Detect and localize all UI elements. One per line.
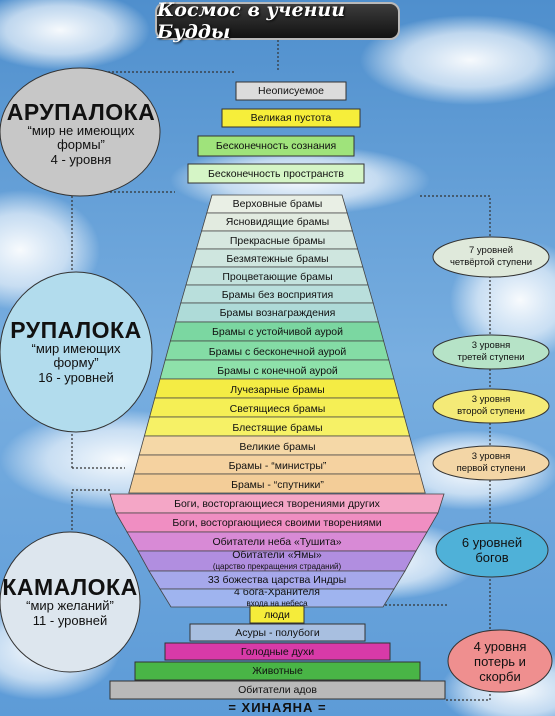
level-label: Брамы с устойчивой аурой <box>211 326 343 338</box>
level-label: Светящиеся брамы <box>229 402 326 415</box>
level-box <box>235 81 347 101</box>
rupaloka-zone: РУПАЛОКА “мир имеющих форму” 16 - уровне… <box>0 302 152 402</box>
zone-name: АРУПАЛОКА <box>6 99 156 125</box>
group-ellipse <box>432 445 550 481</box>
level-label: Боги, восторгающиеся творениями других <box>174 497 380 510</box>
group-ellipse <box>435 522 549 578</box>
level-label: Лучезарные брамы <box>230 383 325 396</box>
hinayana-label: = ХИНАЯНА = <box>228 700 327 715</box>
level-label: 4 бога-Хранителя входа на небеса <box>162 589 392 607</box>
level-label: Бесконечность сознания <box>215 140 337 152</box>
level-box <box>187 163 365 184</box>
group-ellipse <box>447 629 553 693</box>
level-label: Брамы вознаграждения <box>219 307 336 319</box>
group-ellipse <box>432 388 550 424</box>
zone-count: 16 - уровней <box>38 370 114 385</box>
group-label-line: потерь и <box>474 653 526 669</box>
zone-count: 11 - уровней <box>32 613 108 628</box>
level-box <box>189 623 366 642</box>
level-label: Брамы - “министры” <box>228 459 327 472</box>
level-box <box>249 605 305 624</box>
level-box <box>109 680 446 700</box>
rupaloka-ellipse <box>0 271 153 433</box>
group-label-line: первой ступени <box>456 463 526 474</box>
level-label-sub: (царство прекращения страданий) <box>212 562 342 571</box>
group-label-fourth-stage: 7 уровней четвёртой ступени <box>432 238 550 276</box>
level-label: Процветающие брамы <box>222 271 333 283</box>
connector-line <box>420 195 491 701</box>
level-box <box>134 661 421 681</box>
arupaloka-zone: АРУПАЛОКА “мир не имеющих формы” 4 - уро… <box>0 92 162 176</box>
arupaloka-ellipse <box>0 67 161 197</box>
level-label-main: Обитатели «Ямы» <box>232 551 322 561</box>
group-label-line: третей ступени <box>457 352 525 363</box>
level-label: Блестящие брамы <box>232 421 323 434</box>
connector-line <box>71 192 125 469</box>
group-label-line: 6 уровней <box>461 535 523 550</box>
level-band <box>128 473 426 494</box>
group-label-first-stage: 3 уровня первой ступени <box>432 446 550 480</box>
diagram-title: Космос в учении Будды <box>157 0 346 43</box>
level-box <box>221 108 361 128</box>
group-label-line: скорби <box>479 668 521 684</box>
level-label: Неописуемое <box>258 85 324 97</box>
group-label-line: 7 уровней <box>468 245 514 256</box>
group-label-line: богов <box>475 550 509 565</box>
level-label: люди <box>264 608 290 621</box>
level-label: Асуры - полубоги <box>235 626 320 639</box>
level-label: Брамы - “спутники” <box>231 478 324 491</box>
level-label: Обитатели адов <box>238 684 317 696</box>
level-label: Брамы с конечной аурой <box>217 364 338 377</box>
group-label-second-stage: 3 уровня второй ступени <box>432 389 550 423</box>
kamaloka-zone: КАМАЛОКА “мир желаний” 11 - уровней <box>0 566 140 638</box>
level-label: Великая пустота <box>250 112 332 124</box>
zone-subtitle: форму” <box>53 355 99 370</box>
zone-subtitle: “мир не имеющих <box>27 123 135 138</box>
group-label-gods: 6 уровней богов <box>436 525 548 575</box>
level-label: Верховные брамы <box>232 198 323 210</box>
zone-name: РУПАЛОКА <box>10 317 142 343</box>
group-label-line: 3 уровня <box>471 394 511 405</box>
zone-subtitle: “мир имеющих <box>31 341 121 356</box>
level-label: Великие брамы <box>239 440 316 453</box>
level-label: Брамы с бесконечной аурой <box>208 345 347 358</box>
group-label-line: четвёртой ступени <box>449 257 533 268</box>
level-box <box>164 642 391 661</box>
group-label-line: 3 уровня <box>471 340 511 351</box>
group-label-third-stage: 3 уровня третей ступени <box>432 335 550 369</box>
zone-subtitle: формы” <box>57 137 105 152</box>
group-label-loss: 4 уровня потерь и скорби <box>448 632 552 690</box>
group-label-line: 3 уровня <box>471 451 511 462</box>
title-banner: Космос в учении Будды <box>155 0 400 43</box>
group-label-line: 4 уровня <box>473 638 527 654</box>
level-label: Голодные духи <box>240 645 315 658</box>
level-label-main: 4 бога-Хранителя <box>234 589 320 598</box>
level-label: Ясновидящие брамы <box>225 216 330 228</box>
level-band <box>159 588 395 608</box>
zone-count: 4 - уровня <box>50 152 112 167</box>
group-ellipse <box>432 334 550 370</box>
level-box <box>197 135 355 157</box>
zone-subtitle: “мир желаний” <box>26 598 114 613</box>
level-label: Брамы без восприятия <box>221 289 334 301</box>
level-label: Прекрасные брамы <box>229 235 326 247</box>
level-label: Животные <box>252 665 303 677</box>
level-label: Обитатели неба «Тушита» <box>212 535 342 548</box>
group-label-line: второй ступени <box>457 406 525 417</box>
level-label: Обитатели «Ямы» (царство прекращения стр… <box>138 551 416 571</box>
level-label-sub: входа на небеса <box>246 599 308 607</box>
group-ellipse <box>432 236 550 278</box>
kamaloka-disc <box>0 531 141 673</box>
level-label: Безмятежные брамы <box>226 253 329 265</box>
level-label: 33 божества царства Индры <box>207 574 347 586</box>
level-label: Бесконечность пространств <box>208 167 344 180</box>
zone-name: КАМАЛОКА <box>2 574 138 600</box>
level-label: Боги, восторгающиеся своими творениями <box>172 516 382 529</box>
